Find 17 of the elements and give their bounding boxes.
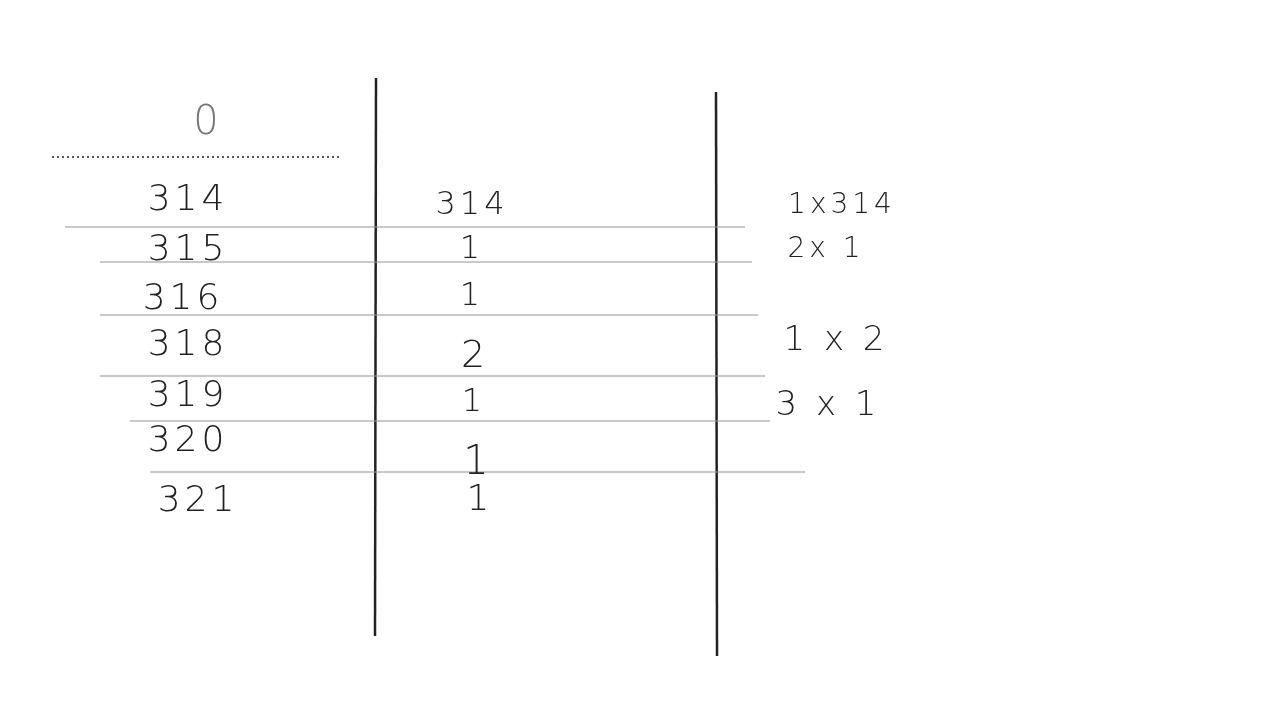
table-number: 2x 1 [787,230,865,264]
table-number: 318 [147,321,229,363]
dotted-digit: 0 [193,97,223,143]
table-number: 316 [142,275,224,317]
table-number: 314 [147,176,229,218]
table-number: 3 x 1 [775,383,881,423]
table-number: 319 [147,372,229,414]
table-number: 1 x 2 [783,318,889,358]
table-number: 315 [147,226,229,268]
table-number: 321 [157,477,239,519]
table-number: 314 [435,184,509,222]
table-number: 2 [460,332,490,376]
table-number: 1 [459,228,485,266]
table-number: 1 [461,381,487,419]
table-number: 1x314 [788,186,896,220]
table-number: 320 [147,417,229,459]
table-number: 1 [459,275,485,313]
